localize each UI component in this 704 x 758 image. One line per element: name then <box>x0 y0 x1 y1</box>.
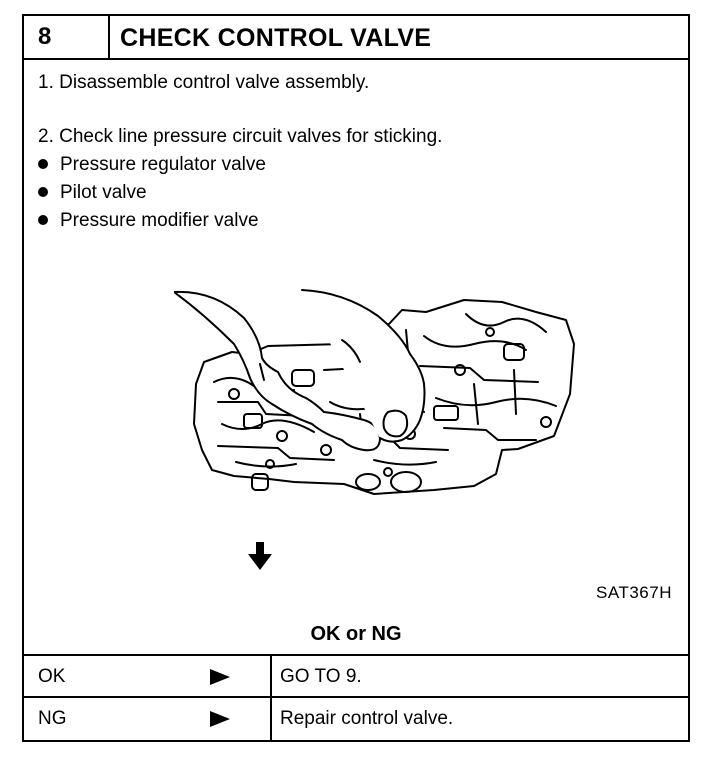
control-valve-illustration <box>174 289 575 570</box>
instruction-step-2: 2. Check line pressure circuit valves fo… <box>38 126 443 147</box>
step-header: 8 CHECK CONTROL VALVE <box>24 16 688 60</box>
bullet-item: Pressure modifier valve <box>38 210 259 232</box>
bullet-icon <box>38 186 48 197</box>
bullet-item: Pilot valve <box>38 182 147 204</box>
instruction-step-1: 1. Disassemble control valve assembly. <box>38 72 370 93</box>
bullet-label: Pressure modifier valve <box>60 210 259 231</box>
step-title: CHECK CONTROL VALVE <box>120 24 432 52</box>
procedure-box: 8 CHECK CONTROL VALVE 1. Disassemble con… <box>22 14 690 742</box>
step-number: 8 <box>24 16 110 58</box>
result-action: Repair control valve. <box>280 708 454 729</box>
arrow-down-icon <box>248 542 272 570</box>
result-table: OK GO TO 9. NG Repair control valve. <box>24 654 688 740</box>
result-label: NG <box>38 708 67 729</box>
bullet-label: Pilot valve <box>60 182 147 203</box>
column-divider <box>270 698 272 740</box>
result-label: OK <box>38 666 66 687</box>
bullet-label: Pressure regulator valve <box>60 154 266 175</box>
arrow-right-icon <box>210 711 230 727</box>
bullet-item: Pressure regulator valve <box>38 154 266 176</box>
figure-code: SAT367H <box>596 583 672 602</box>
result-heading: OK or NG <box>310 623 402 645</box>
result-row: NG Repair control valve. <box>24 698 688 740</box>
bullet-icon <box>38 158 48 169</box>
result-action: GO TO 9. <box>280 666 362 687</box>
column-divider <box>270 656 272 696</box>
bullet-icon <box>38 214 48 225</box>
arrow-right-icon <box>210 669 230 685</box>
result-row: OK GO TO 9. <box>24 656 688 698</box>
